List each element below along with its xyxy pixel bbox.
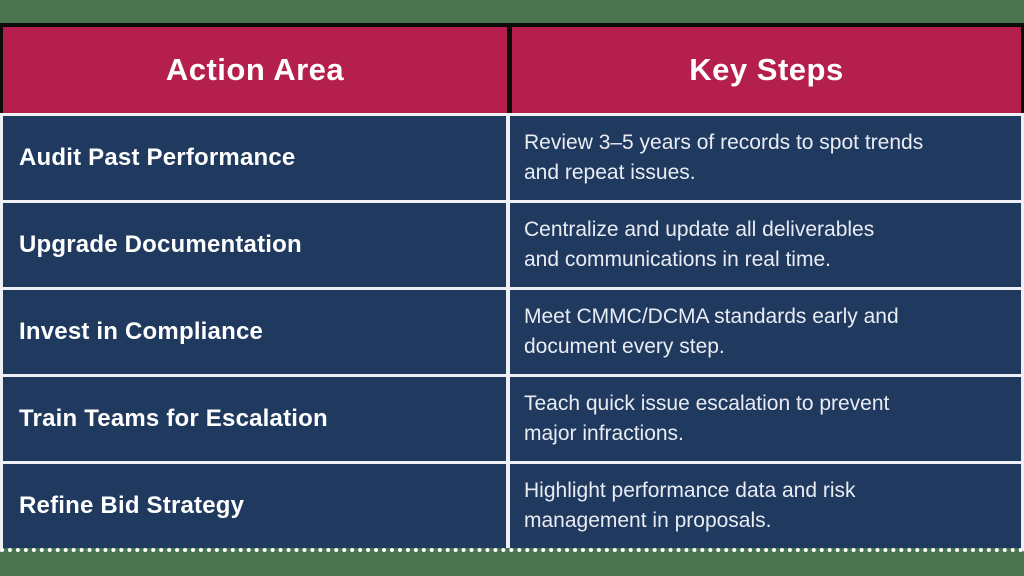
action-area-cell: Train Teams for Escalation bbox=[3, 377, 510, 461]
table-row: Upgrade Documentation Centralize and upd… bbox=[3, 200, 1021, 287]
key-steps-cell: Highlight performance data and risk mana… bbox=[524, 478, 856, 532]
action-area-cell: Upgrade Documentation bbox=[3, 203, 510, 287]
header-action-area: Action Area bbox=[3, 27, 512, 113]
key-steps-cell: Centralize and update all deliverables a… bbox=[524, 217, 875, 271]
action-area-cell: Invest in Compliance bbox=[3, 290, 510, 374]
action-area-cell: Refine Bid Strategy bbox=[3, 464, 510, 548]
action-area-cell: Audit Past Performance bbox=[3, 116, 510, 200]
table-row: Audit Past Performance Review 3–5 years … bbox=[3, 113, 1021, 200]
table-row: Invest in Compliance Meet CMMC/DCMA stan… bbox=[3, 287, 1021, 374]
key-steps-cell: Meet CMMC/DCMA standards early and docum… bbox=[524, 304, 899, 358]
table-row: Train Teams for Escalation Teach quick i… bbox=[3, 374, 1021, 461]
table-body: Audit Past Performance Review 3–5 years … bbox=[0, 113, 1024, 552]
key-steps-cell: Review 3–5 years of records to spot tren… bbox=[524, 130, 924, 184]
header-key-steps: Key Steps bbox=[689, 52, 844, 87]
action-area-table: Action Area Key Steps Audit Past Perform… bbox=[0, 23, 1024, 552]
table-row: Refine Bid Strategy Highlight performanc… bbox=[3, 461, 1021, 548]
key-steps-cell: Teach quick issue escalation to prevent … bbox=[524, 391, 890, 445]
table-header-row: Action Area Key Steps bbox=[0, 23, 1024, 113]
